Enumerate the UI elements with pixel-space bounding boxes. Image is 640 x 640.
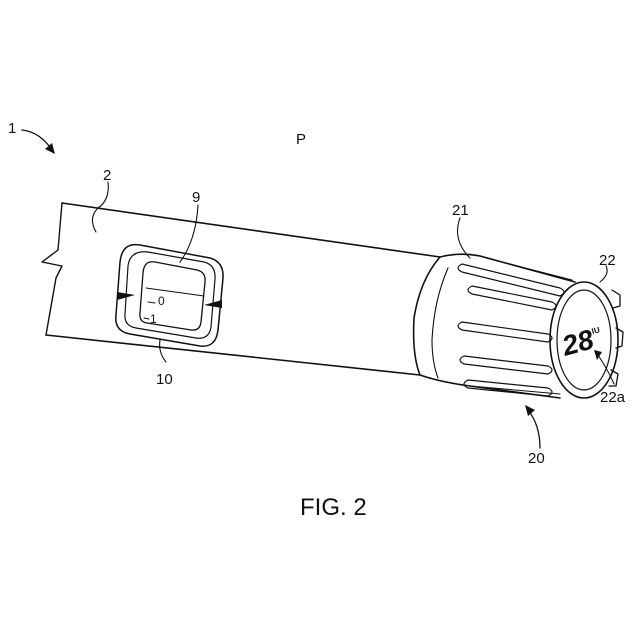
- display-units: IU: [591, 325, 601, 336]
- label-sleeve: 21: [452, 202, 469, 219]
- label-dose-display: 22a: [600, 389, 626, 406]
- label-window: 9: [192, 189, 200, 206]
- label-p: P: [296, 131, 306, 148]
- label-dose-button: 20: [528, 450, 545, 467]
- label-body: 2: [103, 167, 111, 184]
- break-line: [42, 203, 62, 335]
- window-frame: 0 1: [116, 245, 223, 347]
- label-end-cap: 22: [599, 252, 616, 269]
- reference-labels: 1 P 2 9 10 21 22 22a 20: [8, 120, 626, 467]
- scale-zero: 0: [158, 294, 165, 308]
- scale-one: 1: [150, 312, 157, 326]
- pen-body: [42, 203, 440, 375]
- label-scale-plate: 10: [156, 371, 173, 388]
- label-device: 1: [8, 120, 16, 137]
- figure-caption: FIG. 2: [300, 494, 367, 521]
